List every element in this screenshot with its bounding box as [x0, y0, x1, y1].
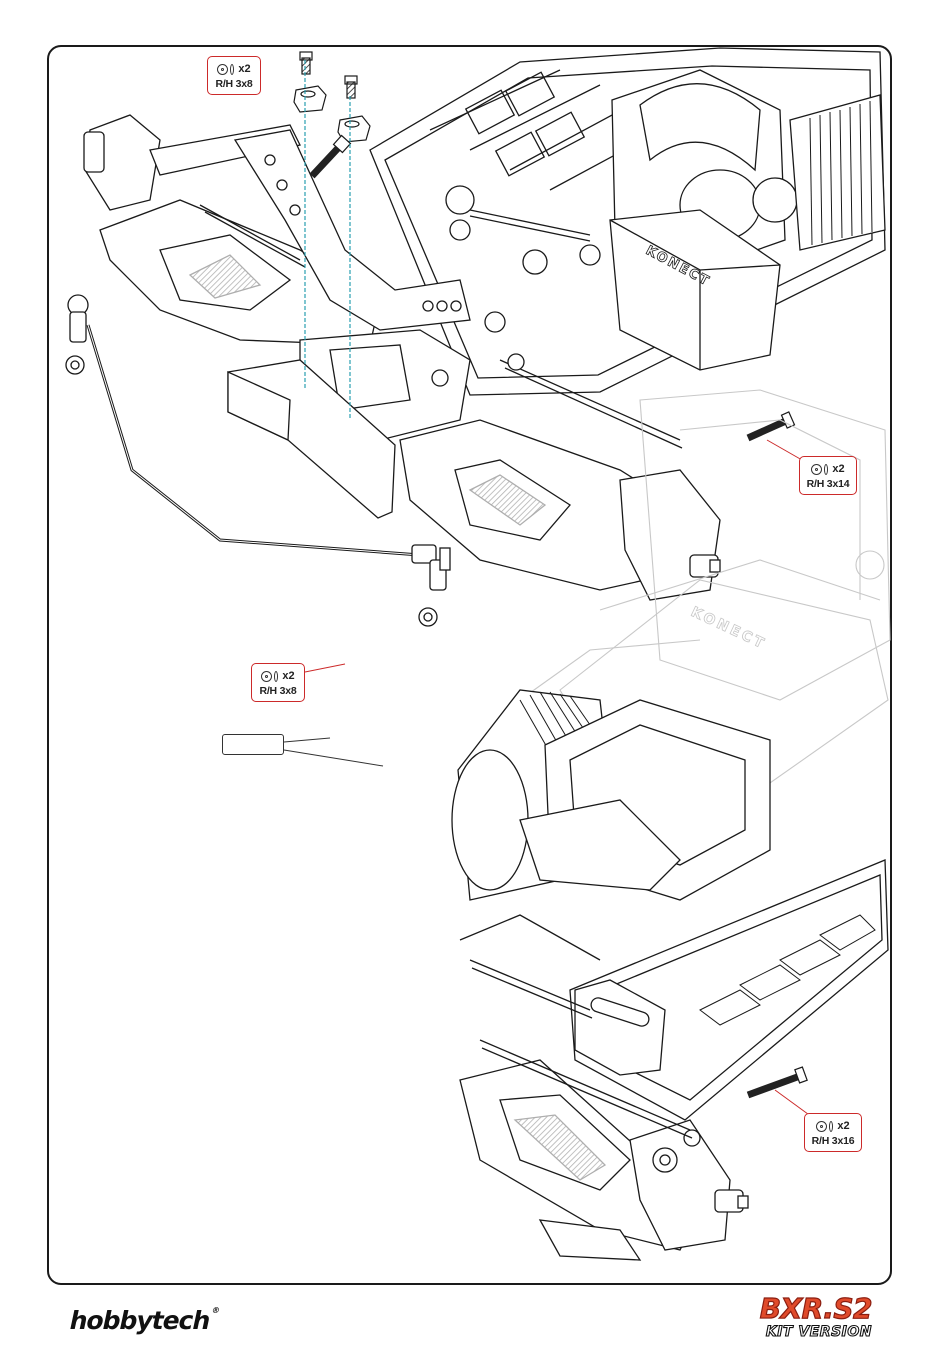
washer-icon — [811, 464, 822, 475]
callout-spec: R/H 3x16 — [805, 1135, 861, 1148]
hobbytech-logo: hobbytech® — [67, 1306, 221, 1335]
nut-icon — [829, 1121, 833, 1132]
hobbytech-logo-text: hobbytech — [67, 1306, 213, 1335]
hardware-callout-right: x2 R/H 3x14 — [799, 456, 857, 495]
nut-icon — [274, 671, 278, 682]
hardware-callout-bottom: x2 R/H 3x16 — [804, 1113, 862, 1152]
callout-spec: R/H 3x8 — [208, 78, 260, 91]
callout-spec: R/H 3x8 — [252, 685, 304, 698]
kit-version-label: KIT VERSION — [732, 1324, 872, 1340]
washer-icon — [816, 1121, 827, 1132]
callout-quantity: x2 — [238, 64, 250, 75]
label-leader-lines — [284, 738, 383, 766]
model-name: BXR.S2 — [732, 1294, 872, 1324]
hardware-callout-middle: x2 R/H 3x8 — [251, 663, 305, 702]
nut-icon — [824, 464, 828, 475]
callout-quantity: x2 — [282, 671, 294, 682]
rear-chassis — [452, 690, 888, 1260]
ghost-brand-text: KONECT — [688, 604, 768, 653]
part-label-box — [222, 734, 284, 755]
callout-quantity: x2 — [837, 1121, 849, 1132]
nut-icon — [230, 64, 234, 75]
washer-icon — [217, 64, 228, 75]
bxr-s2-logo: BXR.S2 KIT VERSION — [732, 1294, 872, 1340]
hardware-callout-top: x2 R/H 3x8 — [207, 56, 261, 95]
callout-quantity: x2 — [832, 464, 844, 475]
washer-icon — [261, 671, 272, 682]
callout-spec: R/H 3x14 — [800, 478, 856, 491]
